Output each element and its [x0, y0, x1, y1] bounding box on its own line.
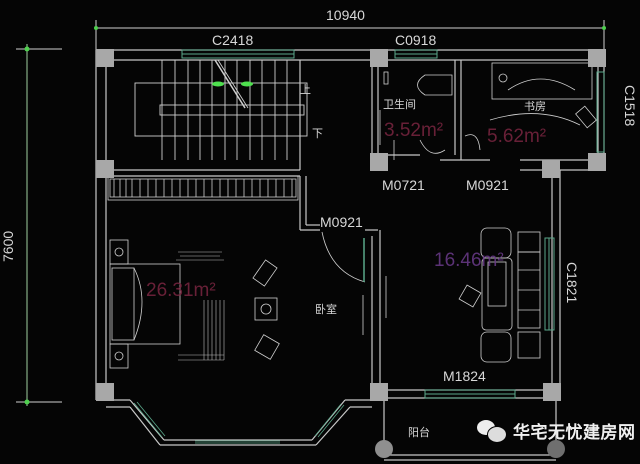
- wardrobe: [107, 175, 299, 201]
- room-area-lounge: 16.46m²: [434, 250, 504, 271]
- room-name-bathroom: 卫生间: [383, 97, 416, 111]
- balcony-column-icon: [375, 440, 393, 458]
- stair-down-label: 下: [312, 127, 323, 140]
- door-label-balcony: M1824: [443, 368, 486, 384]
- room-area-bedroom: 26.31m²: [146, 280, 216, 301]
- window-label-c1821: C1821: [564, 262, 580, 303]
- room-area-bathroom: 3.52m²: [384, 120, 443, 141]
- bathroom-fixtures: [379, 71, 453, 160]
- room-area-study: 5.62m²: [487, 126, 546, 147]
- lounge-furniture: [458, 227, 541, 363]
- room-name-study: 书房: [524, 100, 546, 113]
- study-furniture: [464, 62, 597, 151]
- dim-tick-icon: [24, 46, 30, 52]
- door-label-bathroom: M0721: [382, 177, 425, 193]
- room-name-bedroom: 卧室: [315, 302, 337, 316]
- overall-depth-label: 7600: [0, 231, 16, 262]
- window-label-c0918: C0918: [395, 32, 436, 48]
- window-label-c2418: C2418: [212, 32, 253, 48]
- bay-window: [133, 401, 345, 444]
- stair-arrow-icon: [212, 81, 224, 87]
- dimension-lines: [16, 20, 605, 406]
- dim-tick-icon: [94, 26, 98, 30]
- windows: [181, 49, 605, 399]
- door-label-bedroom: M0921: [320, 214, 363, 230]
- watermark: 华宅无忧建房网: [477, 418, 636, 443]
- wechat-icon: [477, 419, 507, 443]
- door-label-study: M0921: [466, 177, 509, 193]
- balcony-column-icon: [547, 440, 565, 458]
- window-label-c1518: C1518: [622, 85, 638, 126]
- room-name-balcony: 阳台: [408, 425, 430, 439]
- overall-width-label: 10940: [326, 7, 365, 23]
- bedroom-chairs: [252, 259, 280, 360]
- bed: [109, 239, 181, 369]
- stair-up-label: 上: [300, 83, 311, 96]
- watermark-text: 华宅无忧建房网: [513, 423, 636, 443]
- staircase: [134, 59, 308, 160]
- rug: [176, 251, 225, 361]
- columns: [96, 49, 606, 401]
- bedroom-door: [321, 231, 387, 335]
- stair-arrow-icon: [241, 81, 253, 87]
- dim-tick-icon: [24, 399, 30, 405]
- dim-tick-icon: [602, 26, 606, 30]
